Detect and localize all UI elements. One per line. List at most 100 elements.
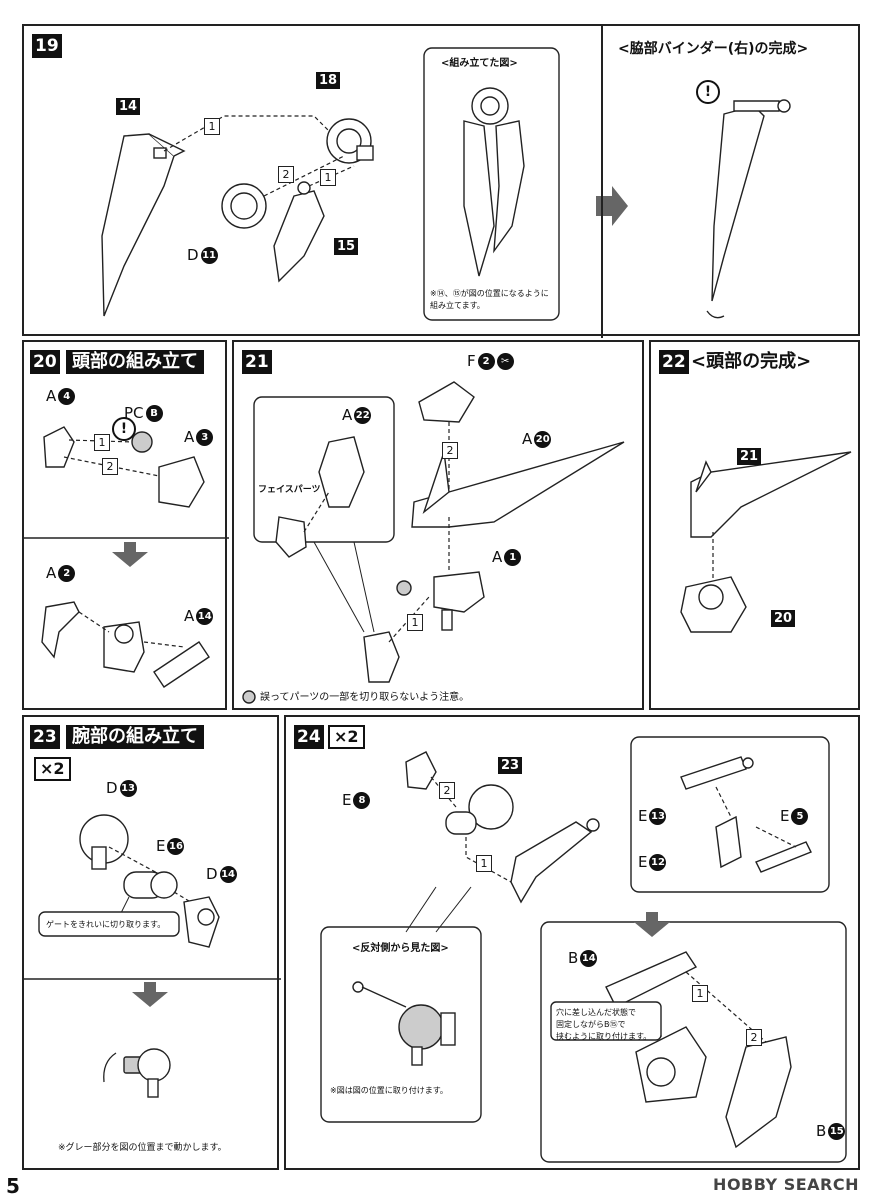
part-b14-label: B 14 [568,949,598,967]
gray-note: ※グレー部分を図の位置まで動かします。 [58,1143,227,1153]
order-marker: 2 [746,1029,762,1046]
order-marker: 2 [439,782,455,799]
runner-letter: D [206,865,218,883]
part-20-label: 20 [771,610,796,627]
step-title: 頭部の組み立て [66,350,204,374]
order-marker: 1 [407,614,423,631]
runner-letter: B [816,1122,827,1140]
part-pc-label: PC B [124,404,163,422]
step-title: 腕部の組み立て [66,725,204,749]
runner-letter: A [46,387,57,405]
part-15-label: 15 [334,238,359,255]
order-marker: 1 [320,169,336,186]
part-d11-label: D 11 [187,246,218,264]
step-24-panel: 24 ×2 E 8 [284,715,860,1170]
part-number: B [145,404,163,422]
order-marker: 1 [94,434,110,451]
step-23-drawing [24,814,281,1098]
part-18-label: 18 [316,72,341,89]
part-number: 14 [196,607,214,625]
step-22-panel: 22 <頭部の完成> 21 20 [649,340,860,710]
watermark: HOBBY SEARCH [713,1175,859,1194]
caution-icon: ! [112,417,136,441]
part-number: 4 [58,387,76,405]
cut-icon: ✂ [496,352,514,370]
part-number: 2 [58,564,76,582]
part-number: 14 [580,949,598,967]
part-e13-label: E 13 [638,807,667,825]
insert-note: 穴に差し込んだ状態で 固定しながらB⑮で 挟むように取り付けます。 [556,1008,652,1041]
order-marker: 2 [278,166,294,183]
runner-letter: A [492,548,503,566]
part-e5-label: E 5 [780,807,809,825]
runner-letter: F [467,352,476,370]
part-a22-label: A 22 [342,406,372,424]
step-number: 20 [30,350,60,374]
page-number: 5 [6,1174,20,1198]
part-number: 3 [196,428,214,446]
step-19-drawing [101,26,791,338]
part-number: 8 [353,791,371,809]
part-d13-label: D 13 [106,779,137,797]
part-number: 13 [119,779,137,797]
runner-letter: E [156,837,166,855]
part-a1-label: A 1 [492,548,522,566]
part-21-label: 21 [737,448,762,465]
runner-letter: E [638,853,648,871]
order-marker: 2 [442,442,458,459]
assembled-caption: <組み立てた図> [441,58,518,69]
runner-letter: B [568,949,579,967]
runner-letter: E [638,807,648,825]
runner-letter: E [780,807,790,825]
runner-letter: A [342,406,353,424]
step-number: 19 [32,34,62,58]
order-marker: 1 [476,855,492,872]
runner-letter: A [184,607,195,625]
order-marker: 2 [102,458,118,475]
step-number: 21 [242,350,272,374]
caution-text: 誤ってパーツの一部を切り取らないよう注意。 [260,692,470,703]
part-a3-label: A 3 [184,428,214,446]
multiplier-badge: ×2 [328,725,365,749]
part-number: 13 [649,807,667,825]
step-number: 24 [294,725,324,749]
step-title: <頭部の完成> [691,351,812,372]
part-23-label: 23 [498,757,523,774]
runner-letter: D [106,779,118,797]
part-a2-label: A 2 [46,564,76,582]
caution-icon: ! [696,80,720,104]
runner-letter: PC [124,404,144,422]
part-number: 15 [828,1122,846,1140]
part-14-label: 14 [116,98,141,115]
assembled-note: ※⑭、⑮が図の位置になるように 組み立てます。 [430,289,549,310]
step-number: 22 [659,350,689,374]
step-23-panel: 23 腕部の組み立て ×2 D 13 E 16 D 14 ゲートをきれいに切り取… [22,715,281,1170]
part-number: 11 [200,246,218,264]
part-a14-label: A 14 [184,607,214,625]
runner-letter: A [46,564,57,582]
part-e12-label: E 12 [638,853,667,871]
step-20-panel: 20 頭部の組み立て A 4 ! PC B A 3 1 2 A 2 A 14 [22,340,229,710]
part-a4-label: A 4 [46,387,76,405]
step-20-drawing [24,426,229,688]
order-marker: 1 [204,118,220,135]
part-number: 2 [477,352,495,370]
part-number: 12 [649,853,667,871]
part-e16-label: E 16 [156,837,185,855]
part-number: 22 [354,406,372,424]
step-21-drawing [242,381,625,704]
part-b15-label: B 15 [816,1122,846,1140]
runner-letter: D [187,246,199,264]
step-22-drawing [680,451,852,633]
runner-letter: A [522,430,533,448]
part-number: 1 [504,548,522,566]
complete-caption: <脇部バインダー(右)の完成> [618,41,809,57]
part-a20-label: A 20 [522,430,552,448]
part-number: 20 [534,430,552,448]
runner-letter: E [342,791,352,809]
order-marker: 1 [692,985,708,1002]
reverse-caption: <反対側から見た図> [352,943,449,954]
step-24-drawing [320,736,847,1163]
part-e8-label: E 8 [342,791,371,809]
step-number: 23 [30,725,60,749]
